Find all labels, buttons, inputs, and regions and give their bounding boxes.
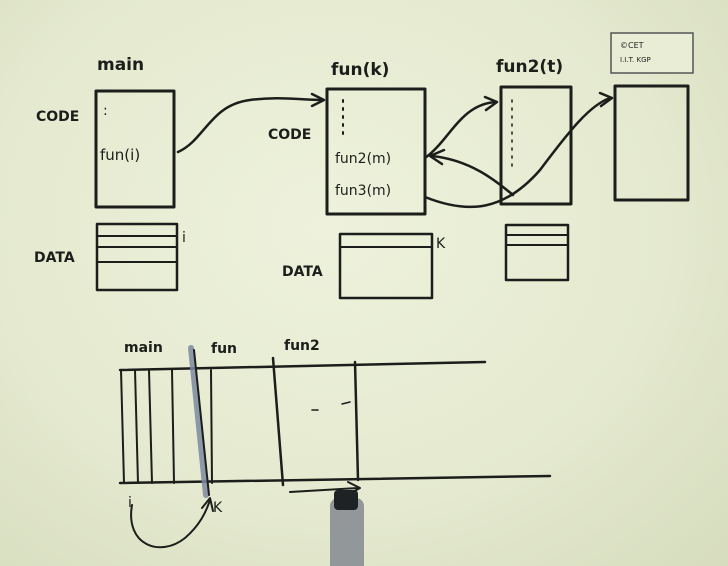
stack-var-i: i [128,495,132,511]
stack-label-main: main [124,340,163,356]
fun3-code-box [613,84,690,202]
main-data-box [95,222,179,292]
fun2-data-box [504,223,570,282]
main-code-label: CODE [36,109,79,125]
stack-frame-lines [120,345,360,498]
main-data-label: DATA [34,250,75,266]
stack-link-k-to-i [130,499,211,549]
main-frame: main CODE : fun(i) DATA i [34,55,186,292]
stack-label-fun2: fun2 [284,338,320,354]
fun2-code-box [499,85,573,206]
pointer-stick [330,490,364,566]
fun-title: fun(k) [331,60,389,80]
main-data-var: i [182,230,186,246]
arrow-fun-to-fun3 [423,96,612,209]
main-title: main [97,55,144,75]
stack-diagram: main fun fun2 i K [118,338,552,549]
fun-code-box [325,87,427,216]
fun-call1: fun2(m) [335,151,391,167]
stack-var-k: K [213,500,223,516]
logo-line1: ©CET [620,41,644,50]
cet-logo: ©CET I.I.T. KGP [610,32,694,74]
main-code-dots: : [103,103,108,119]
fun-call2: fun3(m) [335,183,391,199]
arrow-fun-to-fun2 [423,100,497,160]
call-arrows [176,91,614,209]
stack-mark-2 [341,401,351,405]
arrow-fun2-return [430,154,515,197]
fun-frame: fun(k) CODE fun2(m) fun3(m) DATA K [268,60,446,300]
stack-growth-arrow [289,487,359,493]
main-code-box [94,89,176,209]
arrow-main-to-fun [176,96,324,154]
fun2-title: fun2(t) [496,57,563,77]
logo-line2: I.I.T. KGP [620,56,651,64]
fun-data-var: K [436,236,446,252]
stack-label-fun: fun [211,341,237,357]
main-call: fun(i) [100,146,140,164]
fun-data-label: DATA [282,264,323,280]
fun2-frame: fun2(t) [496,57,573,282]
fun-code-label: CODE [268,127,311,143]
stack-bottom-line [118,474,552,485]
stack-top-line [118,360,487,372]
fun-data-box [338,232,434,300]
